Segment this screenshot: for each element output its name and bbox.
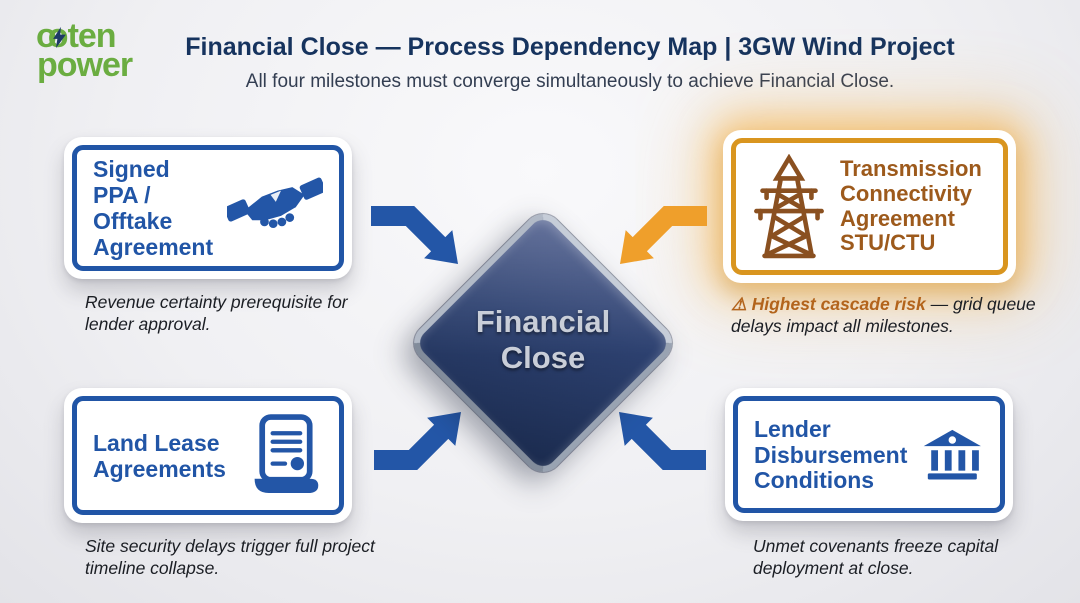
handshake-icon bbox=[227, 177, 323, 229]
logo-line2: power bbox=[37, 46, 133, 85]
logo-suffix: ten bbox=[67, 17, 117, 55]
scroll-document-icon bbox=[254, 413, 319, 493]
ooten-power-logo: ooten power bbox=[36, 19, 133, 85]
financial-close-label-line2: Close bbox=[500, 339, 586, 375]
arrow-lender-to-center bbox=[619, 412, 706, 470]
page-title: Financial Close — Process Dependency Map… bbox=[185, 33, 955, 61]
milestone-card-signed-ppa: Signed PPA / Offtake Agreement bbox=[64, 137, 352, 279]
milestone-title-land-lease: Land Lease Agreements bbox=[93, 429, 226, 482]
logo-bolt-o: o bbox=[48, 19, 69, 53]
transmission-tower-icon bbox=[754, 153, 824, 258]
milestone-card-land-lease-inner: Land Lease Agreements bbox=[72, 396, 344, 515]
caption-signed-ppa: Revenue certainty prerequisite for lende… bbox=[85, 292, 348, 334]
caption-transmission-highlight: Highest cascade risk bbox=[751, 294, 926, 314]
milestone-card-transmission: Transmission Connectivity Agreement STU/… bbox=[723, 130, 1016, 283]
page-subtitle: All four milestones must converge simult… bbox=[245, 71, 895, 92]
milestone-card-lender: Lender Disbursement Conditions bbox=[725, 388, 1013, 521]
milestone-title-signed-ppa: Signed PPA / Offtake Agreement bbox=[93, 156, 214, 260]
milestone-title-lender: Lender Disbursement Conditions bbox=[754, 415, 908, 494]
arrow-signed-ppa-to-center bbox=[371, 206, 458, 264]
milestone-card-transmission-inner: Transmission Connectivity Agreement STU/… bbox=[731, 138, 1008, 275]
arrow-land-lease-to-center bbox=[374, 412, 461, 470]
caption-land-lease: Site security delays trigger full projec… bbox=[85, 536, 375, 578]
milestone-card-signed-ppa-inner: Signed PPA / Offtake Agreement bbox=[72, 145, 344, 271]
milestone-card-lender-inner: Lender Disbursement Conditions bbox=[733, 396, 1005, 513]
lightning-bolt-icon bbox=[52, 26, 66, 49]
financial-close-label-line1: Financial bbox=[475, 304, 611, 339]
arrow-transmission-to-center bbox=[620, 206, 707, 264]
logo-letter-o: o bbox=[36, 17, 57, 55]
caption-transmission-rest: — grid queue delays impact all milestone… bbox=[731, 294, 1036, 336]
milestone-title-transmission: Transmission Connectivity Agreement STU/… bbox=[840, 155, 982, 256]
financial-close-label: Financial Close bbox=[443, 304, 643, 376]
caption-lender: Unmet covenants freeze capital deploymen… bbox=[753, 536, 999, 578]
logo-line1: ooten bbox=[36, 19, 132, 53]
milestone-card-land-lease: Land Lease Agreements bbox=[64, 388, 352, 523]
caption-transmission: ⚠ Highest cascade risk — grid queue dela… bbox=[731, 294, 1041, 337]
bank-icon bbox=[924, 429, 982, 480]
warning-icon: ⚠ bbox=[731, 294, 747, 314]
